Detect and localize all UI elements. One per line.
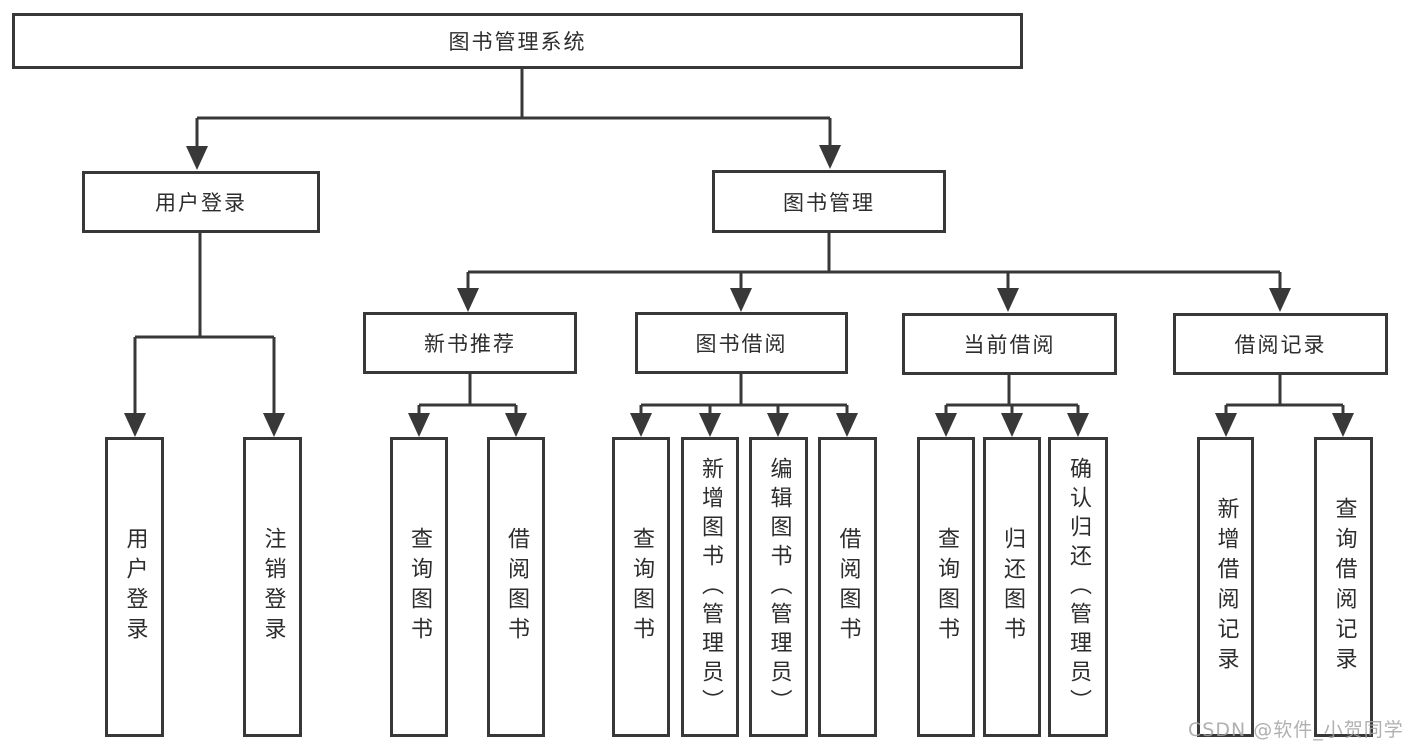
arrowhead — [124, 413, 146, 437]
leaf-edit-book-admin: 编辑图书（管理员） — [749, 437, 808, 737]
arrowhead — [699, 413, 721, 437]
arrowhead — [997, 288, 1019, 312]
leaf-add-book-admin: 新增图书（管理员） — [681, 437, 739, 737]
leaf-query-books-recommend: 查询图书 — [390, 437, 448, 737]
node-book-borrow: 图书借阅 — [635, 312, 848, 374]
arrowhead — [819, 145, 841, 169]
arrowhead-group — [124, 145, 1354, 437]
leaf-query-borrow-record: 查询借阅记录 — [1314, 437, 1373, 737]
arrowhead — [186, 146, 208, 170]
connector-path — [133, 69, 1345, 417]
node-user-login: 用户登录 — [82, 171, 320, 233]
arrowhead — [1001, 413, 1023, 437]
node-library-management-system: 图书管理系统 — [12, 13, 1023, 69]
leaf-return-books: 归还图书 — [983, 437, 1041, 737]
arrowhead — [767, 413, 789, 437]
leaf-query-books-current: 查询图书 — [917, 437, 975, 737]
arrowhead — [457, 288, 479, 312]
arrowhead — [630, 413, 652, 437]
arrowhead — [1215, 413, 1237, 437]
leaf-user-login: 用户登录 — [105, 437, 164, 737]
arrowhead — [1269, 288, 1291, 312]
node-book-management: 图书管理 — [712, 170, 946, 233]
leaf-query-books-borrow: 查询图书 — [612, 437, 670, 737]
leaf-borrow-books-borrow: 借阅图书 — [818, 437, 877, 737]
arrowhead — [408, 413, 430, 437]
leaf-borrow-books-recommend: 借阅图书 — [487, 437, 545, 737]
leaf-add-borrow-record: 新增借阅记录 — [1197, 437, 1254, 737]
watermark: CSDN @软件_小贺同学 — [1188, 719, 1404, 741]
arrowhead — [1067, 413, 1089, 437]
arrowhead — [836, 413, 858, 437]
node-borrow-records: 借阅记录 — [1173, 313, 1388, 375]
leaf-confirm-return-admin: 确认归还（管理员） — [1048, 437, 1108, 737]
arrowhead — [935, 413, 957, 437]
node-new-book-recommend: 新书推荐 — [363, 312, 577, 374]
arrowhead — [1332, 413, 1354, 437]
arrowhead — [505, 413, 527, 437]
leaf-logout: 注销登录 — [243, 437, 302, 737]
arrowhead — [730, 288, 752, 312]
node-current-borrow: 当前借阅 — [902, 313, 1117, 375]
arrowhead — [263, 413, 285, 437]
